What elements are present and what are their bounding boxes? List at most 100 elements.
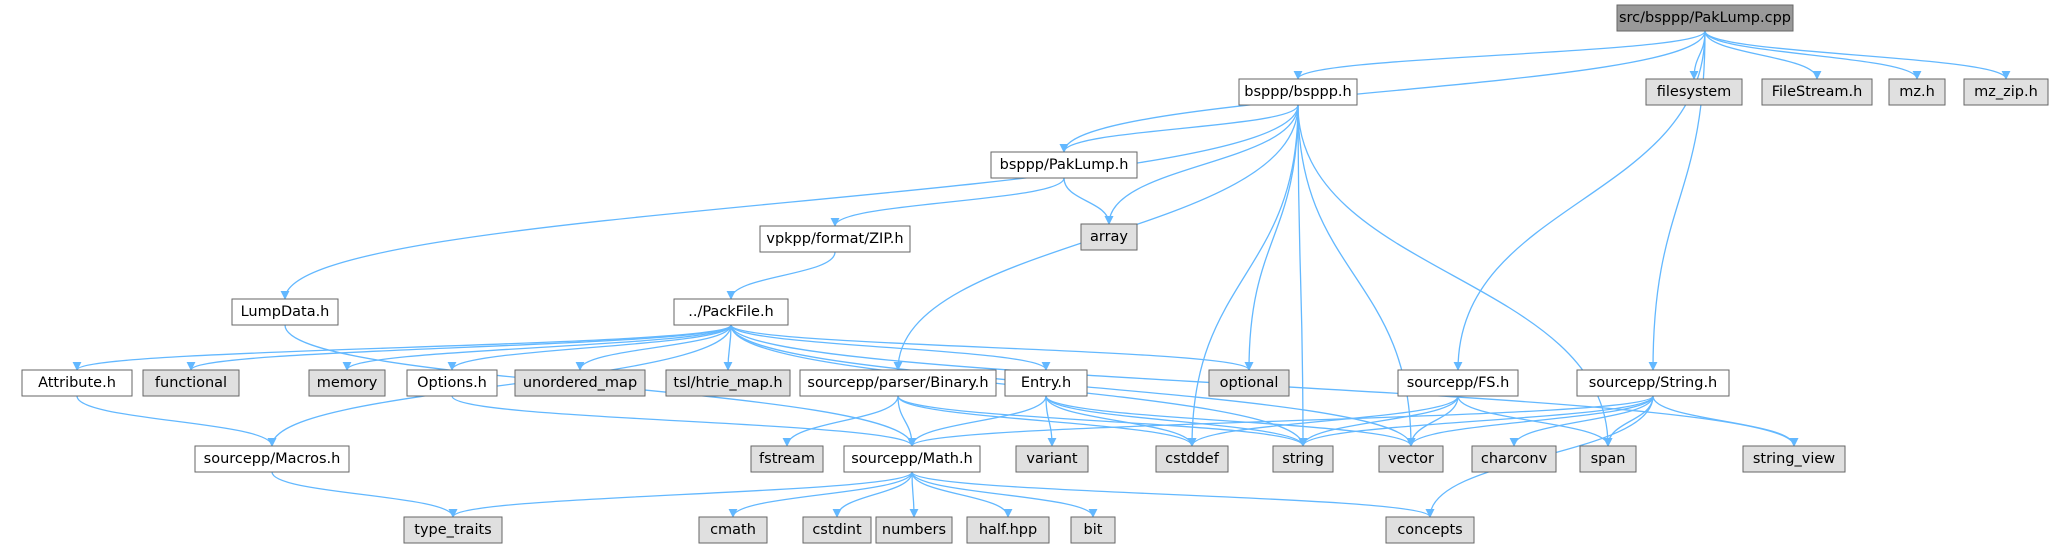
node-fsh-box [1397,369,1519,397]
node-vector: vector [1378,445,1444,473]
edge-root-to-mzh [1704,30,1922,80]
node-attribute[interactable]: Attribute.h [21,369,133,397]
node-options[interactable]: Options.h [406,369,498,397]
node-macros-box [194,445,350,473]
node-filesystem-label: filesystem [1657,84,1732,100]
node-variant-box [1015,445,1089,473]
node-cmath: cmath [698,516,768,544]
node-cmath-label: cmath [710,522,756,538]
edge-options-to-math [451,395,917,447]
edge-packfile-to-memory [342,324,732,371]
edge-binary-to-fstream [782,395,899,447]
edge-fsh-to-string [1298,395,1459,447]
node-concepts: concepts [1385,516,1475,544]
node-paklump[interactable]: bsppp/PakLump.h [990,151,1138,179]
node-numbers-box [875,516,953,544]
edge-paklump-to-zip [830,177,1065,227]
node-bit: bit [1070,516,1116,544]
edge-math-to-cmath [728,471,913,518]
edge-packfile-to-optional [730,324,1254,371]
node-string_view-box [1742,445,1846,473]
node-packfile[interactable]: ../PackFile.h [673,298,789,326]
node-array-box [1080,223,1138,251]
node-mzh: mz.h [1888,78,1946,106]
node-stringh-label: sourcepp/String.h [1589,375,1718,391]
node-mzh-box [1888,78,1946,106]
edge-math-to-type_traits [448,471,913,518]
node-stringh[interactable]: sourcepp/String.h [1576,369,1730,397]
node-mzzip-label: mz_zip.h [1974,84,2038,100]
node-cstddef-label: cstddef [1165,451,1220,467]
node-span-label: span [1591,451,1626,467]
node-variant-label: variant [1026,451,1078,467]
node-bspppH-box [1238,78,1358,106]
edge-math-to-numbers [909,471,919,518]
node-options-label: Options.h [417,375,487,391]
node-memory: memory [308,369,386,397]
edge-packfile-to-entry [730,324,1051,371]
edge-math-to-concepts [911,471,1435,518]
node-root-box [1616,4,1794,32]
node-charconv-box [1471,445,1557,473]
node-stringh-box [1576,369,1730,397]
node-zip-label: vpkpp/format/ZIP.h [766,231,903,247]
node-vector-label: vector [1388,451,1434,467]
node-cstddef-box [1155,445,1229,473]
node-fsh[interactable]: sourcepp/FS.h [1397,369,1519,397]
node-root[interactable]: src/bsppp/PakLump.cpp [1616,4,1794,32]
edge-fsh-to-cstddef [1187,395,1459,447]
node-half-label: half.hpp [979,522,1037,538]
node-math-box [843,445,981,473]
node-packfile-label: ../PackFile.h [688,304,774,320]
node-charconv: charconv [1471,445,1557,473]
node-charconv-label: charconv [1481,451,1548,467]
node-mzzip: mz_zip.h [1963,78,2049,106]
node-functional-label: functional [155,375,227,391]
node-filesystem-box [1645,78,1743,106]
node-array: array [1080,223,1138,251]
node-lumpdata[interactable]: LumpData.h [231,298,339,326]
node-type_traits: type_traits [403,516,503,544]
node-memory-label: memory [317,375,378,391]
edge-bspppH-to-array [1104,104,1299,225]
edge-packfile-to-htrie [723,324,733,371]
node-unordered-box [514,369,646,397]
edge-root-to-filestream [1704,30,1822,80]
edge-stringh-to-math [907,395,1654,447]
node-half: half.hpp [966,516,1050,544]
node-math[interactable]: sourcepp/Math.h [843,445,981,473]
node-filesystem: filesystem [1645,78,1743,106]
nodes-layer: src/bsppp/PakLump.cpp bsppp/bsppp.h filesy… [21,4,2049,544]
node-macros[interactable]: sourcepp/Macros.h [194,445,350,473]
edge-math-to-half [911,471,1013,518]
node-type_traits-box [403,516,503,544]
node-string_view: string_view [1742,445,1846,473]
edge-entry-to-math [907,395,1047,447]
node-htrie-label: tsl/htrie_map.h [673,375,782,391]
edge-packfile-to-unordered [575,324,732,371]
edge-root-to-paklump [1059,30,1706,153]
node-attribute-box [21,369,133,397]
edge-packfile-to-options [447,324,732,371]
edge-stringh-to-vector [1406,395,1654,447]
node-paklump-box [990,151,1138,179]
node-unordered: unordered_map [514,369,646,397]
node-optional-label: optional [1220,375,1279,391]
edge-root-to-bspppH [1293,30,1706,80]
node-paklump-label: bsppp/PakLump.h [1000,157,1129,173]
edge-bspppH-to-paklump [1059,104,1299,153]
node-zip[interactable]: vpkpp/format/ZIP.h [759,225,911,253]
edge-zip-to-packfile [726,251,836,300]
node-bspppH[interactable]: bsppp/bsppp.h [1238,78,1358,106]
node-binary-label: sourcepp/parser/Binary.h [807,375,988,391]
node-entry[interactable]: Entry.h [1004,369,1088,397]
edge-entry-to-cstddef [1045,395,1197,447]
edge-bspppH-to-optional [1244,104,1299,371]
node-concepts-label: concepts [1397,522,1462,538]
node-cstddef: cstddef [1155,445,1229,473]
node-string_view-label: string_view [1753,451,1835,467]
node-zip-box [759,225,911,253]
node-binary[interactable]: sourcepp/parser/Binary.h [799,369,997,397]
node-bspppH-label: bsppp/bsppp.h [1244,84,1351,100]
